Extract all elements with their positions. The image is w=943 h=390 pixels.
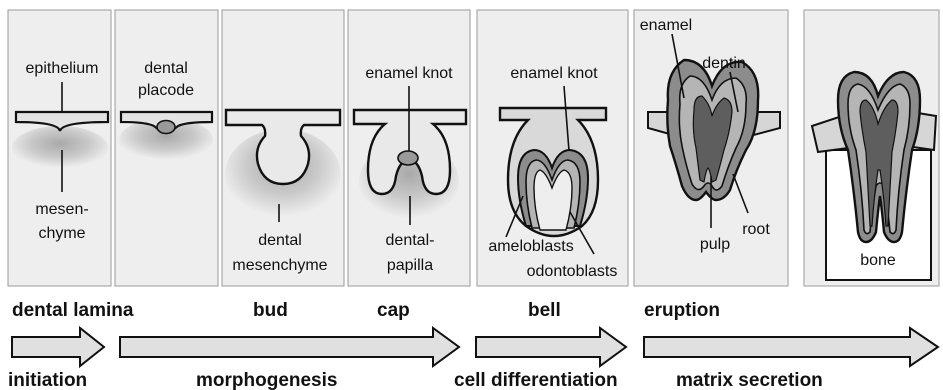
arrow-initiation: [12, 328, 104, 366]
stage-labels: dental lamina bud cap bell eruption: [12, 300, 720, 321]
process-matrix-secretion: matrix secretion: [676, 370, 823, 390]
arrow-matrix-secretion: [644, 328, 938, 366]
label-odontoblasts: odontoblasts: [527, 263, 618, 280]
label-ameloblasts: ameloblasts: [488, 238, 573, 255]
panel-initiation: epithelium mesen- chyme: [8, 10, 111, 286]
process-initiation: initiation: [8, 370, 87, 390]
stage-bud: bud: [253, 300, 288, 321]
dental-placode: [157, 121, 175, 134]
label-dentin: dentin: [702, 55, 746, 72]
enamel-knot: [398, 151, 418, 165]
label-mesenchyme-2: chyme: [38, 225, 85, 242]
label-dental-papilla-1: dental-: [386, 232, 435, 249]
stage-dental-lamina: dental lamina: [12, 300, 134, 321]
label-bone: bone: [860, 252, 896, 269]
label-enamel-knot: enamel knot: [365, 65, 453, 82]
process-morphogenesis: morphogenesis: [196, 370, 337, 390]
label-mesenchyme: mesenchyme: [232, 257, 327, 274]
stage-eruption: eruption: [644, 300, 720, 321]
stage-bell: bell: [528, 300, 561, 321]
label-mesenchyme-1: mesen-: [35, 201, 88, 218]
label-dental: dental: [144, 60, 188, 77]
panel-mature-tooth: bone: [804, 10, 939, 286]
label-epithelium: epithelium: [26, 60, 99, 77]
process-arrows: [12, 328, 938, 366]
label-root: root: [742, 221, 770, 238]
label-pulp: pulp: [700, 236, 730, 253]
arrow-cell-differentiation: [476, 328, 626, 366]
label-enamel-knot-bell: enamel knot: [510, 65, 598, 82]
panel-bud: dental mesenchyme: [222, 10, 344, 286]
process-cell-differentiation: cell differentiation: [454, 370, 618, 390]
panel-placode: dental placode: [115, 10, 218, 286]
panel-eruption: enamel dentin pulp root: [634, 10, 788, 286]
label-dental-papilla-2: papilla: [387, 257, 433, 274]
label-enamel: enamel: [640, 17, 692, 34]
panel-cap: enamel knot dental- papilla: [348, 10, 470, 286]
process-labels: initiation morphogenesis cell differenti…: [8, 370, 823, 390]
arrow-morphogenesis: [120, 328, 459, 366]
panel-bell: enamel knot ameloblasts odontoblasts: [477, 10, 628, 286]
label-dental-bud: dental: [258, 232, 302, 249]
stage-cap: cap: [377, 300, 410, 321]
mesenchyme-shading: [12, 126, 108, 170]
label-placode: placode: [138, 82, 194, 99]
